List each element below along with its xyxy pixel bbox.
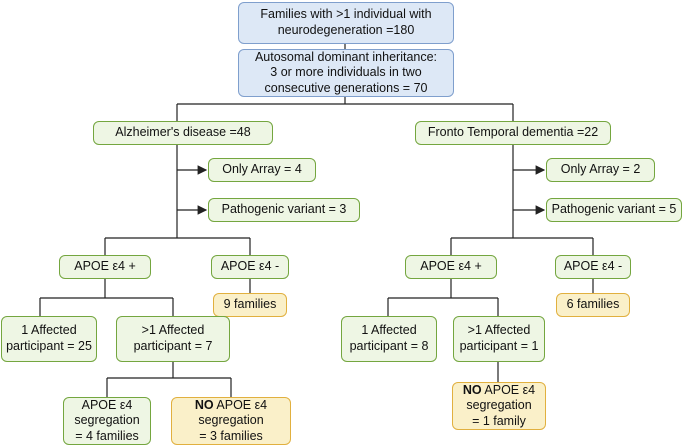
ftd-apoe-negative-label: APOE ε4 - xyxy=(563,259,623,274)
ftd-node: Fronto Temporal dementia =22 xyxy=(415,121,611,145)
ad-apoe-positive-label: APOE ε4 + xyxy=(74,259,136,274)
ftd-pathogenic-label: Pathogenic variant = 5 xyxy=(551,202,677,217)
root-node-line2: neurodegeneration =180 xyxy=(277,23,415,37)
ad-one-affected-node: 1 Affected participant = 25 xyxy=(1,316,97,362)
ftd-pathogenic-node: Pathogenic variant = 5 xyxy=(546,198,682,222)
ftd-apoe-negative-node: APOE ε4 - xyxy=(555,255,631,279)
ftd-one-affected-line2: participant = 8 xyxy=(349,339,429,353)
root-node-line1: Families with >1 individual with xyxy=(260,7,432,22)
ad-segregation-no-node: NO APOE ε4 segregation = 3 families xyxy=(171,397,291,445)
ad-only-array-label: Only Array = 4 xyxy=(222,162,302,177)
alzheimers-label: Alzheimer's disease =48 xyxy=(115,125,251,140)
root-node: Families with >1 individual with neurode… xyxy=(238,2,454,44)
ad-segregation-yes-node: APOE ε4 segregation = 4 families xyxy=(63,397,151,445)
ftd-multi-affected-node: >1 Affected participant = 1 xyxy=(453,316,545,362)
ftd-seg-no-line3: = 1 family xyxy=(472,413,526,428)
ad-seg-yes-line3: = 4 families xyxy=(75,428,139,443)
ftd-seg-no-line1: APOE ε4 xyxy=(481,382,536,397)
ad-apoe-negative-families-label: 9 families xyxy=(223,297,277,312)
ad-seg-no-line1: APOE ε4 xyxy=(213,397,268,412)
ftd-one-affected-node: 1 Affected participant = 8 xyxy=(341,316,437,362)
ad-multi-affected-line2: participant = 7 xyxy=(133,339,213,353)
ftd-apoe-positive-node: APOE ε4 + xyxy=(405,255,497,279)
ad-apoe-negative-node: APOE ε4 - xyxy=(211,255,289,279)
ad-only-array-node: Only Array = 4 xyxy=(208,158,316,182)
ftd-segregation-no-node: NO APOE ε4 segregation = 1 family xyxy=(452,382,546,430)
alzheimers-node: Alzheimer's disease =48 xyxy=(93,121,273,145)
ad-seg-no-bold: NO xyxy=(194,397,214,412)
ftd-apoe-negative-families-label: 6 families xyxy=(566,297,620,312)
ad-one-affected-line1: 1 Affected xyxy=(21,323,77,338)
autosomal-line1: Autosomal dominant inheritance: xyxy=(254,49,438,64)
ad-apoe-positive-node: APOE ε4 + xyxy=(59,255,151,279)
ad-seg-yes-line2: segregation xyxy=(74,413,140,428)
autosomal-line3: consecutive generations = 70 xyxy=(264,80,428,95)
ftd-multi-affected-line2: participant = 1 xyxy=(459,339,539,353)
ftd-seg-no-bold: NO xyxy=(462,382,482,397)
ad-one-affected-line2: participant = 25 xyxy=(6,339,92,353)
autosomal-line2: 3 or more individuals in two xyxy=(270,65,422,80)
ad-seg-yes-line1: APOE ε4 xyxy=(81,397,133,412)
ad-apoe-negative-label: APOE ε4 - xyxy=(220,259,280,274)
ftd-label: Fronto Temporal dementia =22 xyxy=(427,125,599,140)
ad-multi-affected-line1: >1 Affected xyxy=(141,323,205,338)
ftd-multi-affected-line1: >1 Affected xyxy=(467,323,531,338)
ftd-only-array-label: Only Array = 2 xyxy=(560,162,641,177)
ad-pathogenic-label: Pathogenic variant = 3 xyxy=(221,202,347,217)
ad-apoe-negative-families-node: 9 families xyxy=(213,293,287,317)
ftd-one-affected-line1: 1 Affected xyxy=(361,323,417,338)
autosomal-dominant-node: Autosomal dominant inheritance: 3 or mor… xyxy=(238,49,454,97)
ftd-seg-no-line2: segregation xyxy=(466,398,532,413)
ftd-apoe-positive-label: APOE ε4 + xyxy=(420,259,482,274)
ad-multi-affected-node: >1 Affected participant = 7 xyxy=(116,316,230,362)
ftd-apoe-negative-families-node: 6 families xyxy=(556,293,630,317)
ftd-only-array-node: Only Array = 2 xyxy=(546,158,655,182)
ad-seg-no-line2: segregation xyxy=(198,413,264,428)
ad-pathogenic-node: Pathogenic variant = 3 xyxy=(208,198,360,222)
ad-seg-no-line3: = 3 families xyxy=(199,428,263,443)
